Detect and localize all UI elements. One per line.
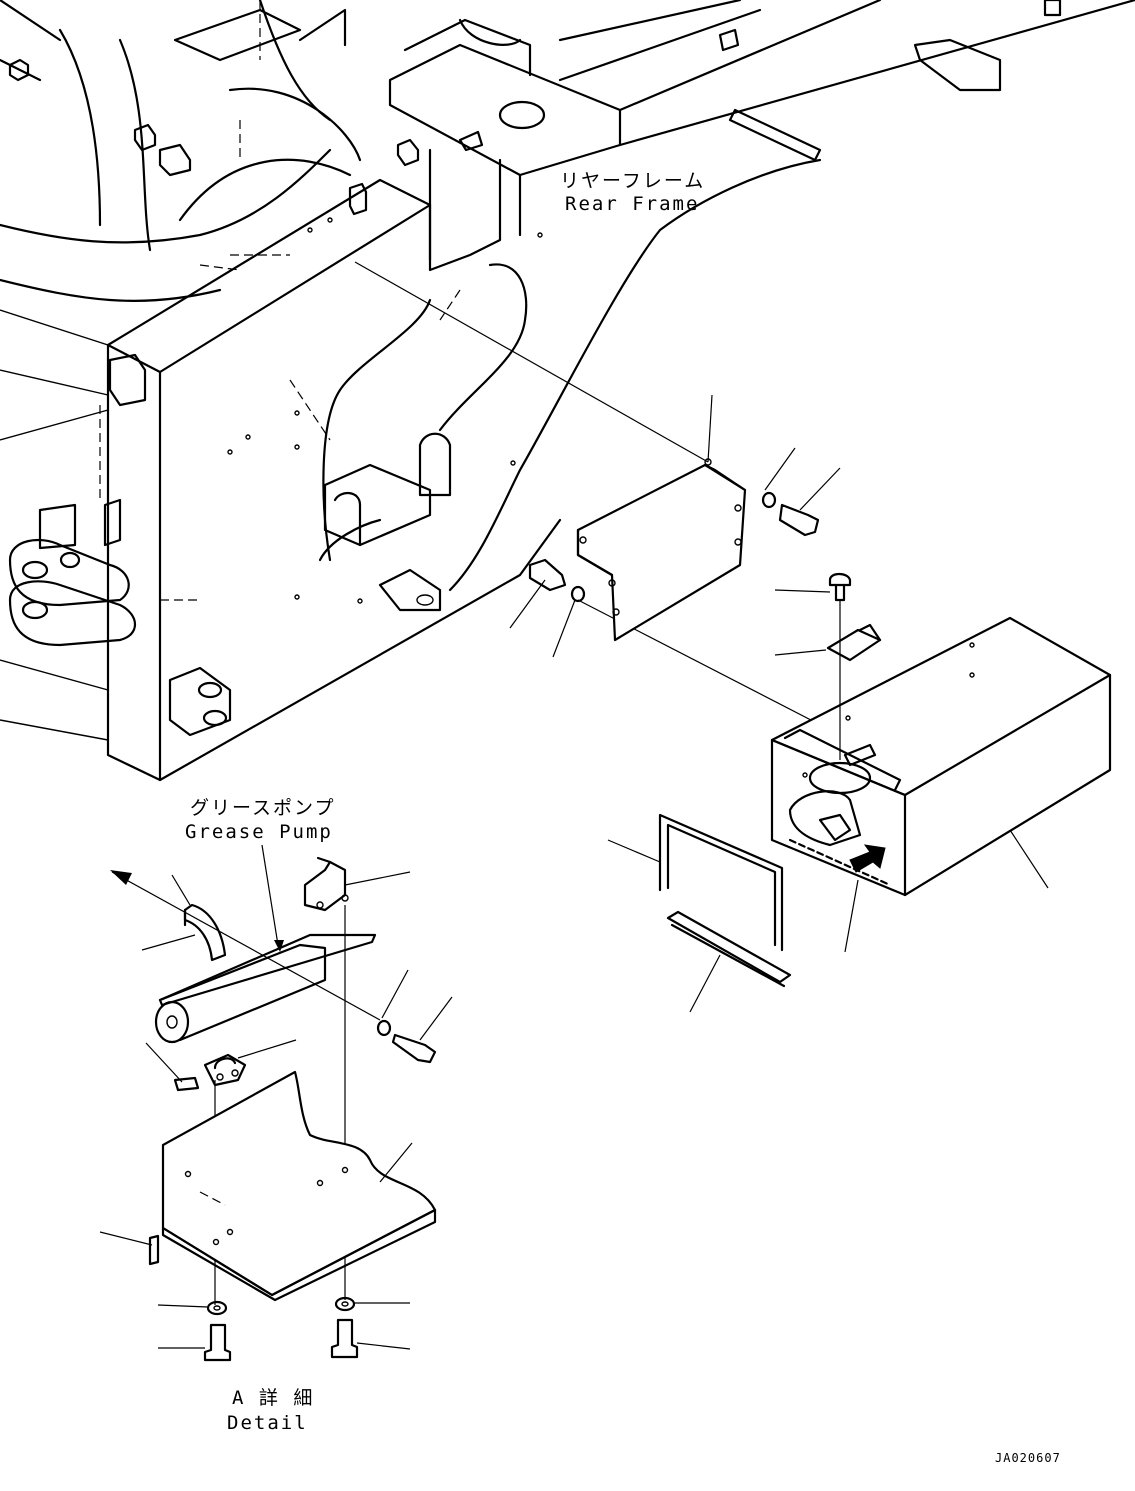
leader-washer-detail <box>381 969 409 1019</box>
leader-upper-clamp <box>171 874 191 906</box>
rear-frame <box>0 0 1135 782</box>
rear-frame-label-en: Rear Frame <box>565 193 700 215</box>
tool-box <box>770 616 1112 953</box>
assembly-line-cover <box>354 261 709 463</box>
seal-strip <box>666 910 792 1013</box>
leader-lower-clamp <box>237 1039 297 1059</box>
leader-screw <box>774 589 831 593</box>
grease-pump-label-jp: グリースポンプ <box>190 797 336 819</box>
detail-label-jp: A 詳 細 <box>232 1387 315 1409</box>
leader-washer-l <box>157 1304 209 1308</box>
detail-label-en: Detail <box>227 1412 308 1434</box>
handle <box>607 813 784 952</box>
leader-bracket <box>344 871 411 886</box>
drawing-code: JA020607 <box>995 1451 1061 1465</box>
leader-bolt-r <box>356 1342 411 1350</box>
leader-handle <box>607 839 661 863</box>
leader-washer-right <box>764 447 796 491</box>
rear-frame-label-jp: リヤーフレーム <box>560 170 706 192</box>
cover-plate <box>576 394 747 642</box>
leader-bolt-left <box>509 579 546 629</box>
latch-assembly <box>774 572 882 760</box>
leader-latch <box>774 649 827 656</box>
leader-pin <box>99 1231 153 1246</box>
leader-cover <box>707 394 713 463</box>
leader-bolt-right <box>799 467 841 511</box>
leader-grease-pump <box>261 844 279 946</box>
leader-box <box>1009 829 1049 889</box>
bolt-left <box>509 558 586 658</box>
leader-washer-left <box>552 599 576 658</box>
leader-base-plate <box>379 1142 413 1183</box>
detail-a <box>99 844 453 1362</box>
leader-bolt-detail <box>419 996 453 1041</box>
leader-box-seal <box>844 879 859 953</box>
bolt-right <box>761 447 841 537</box>
leader-seal <box>689 954 721 1013</box>
leader-clamp-body <box>141 934 196 951</box>
grease-pump-label-en: Grease Pump <box>185 821 333 843</box>
leader-key <box>145 1042 183 1083</box>
